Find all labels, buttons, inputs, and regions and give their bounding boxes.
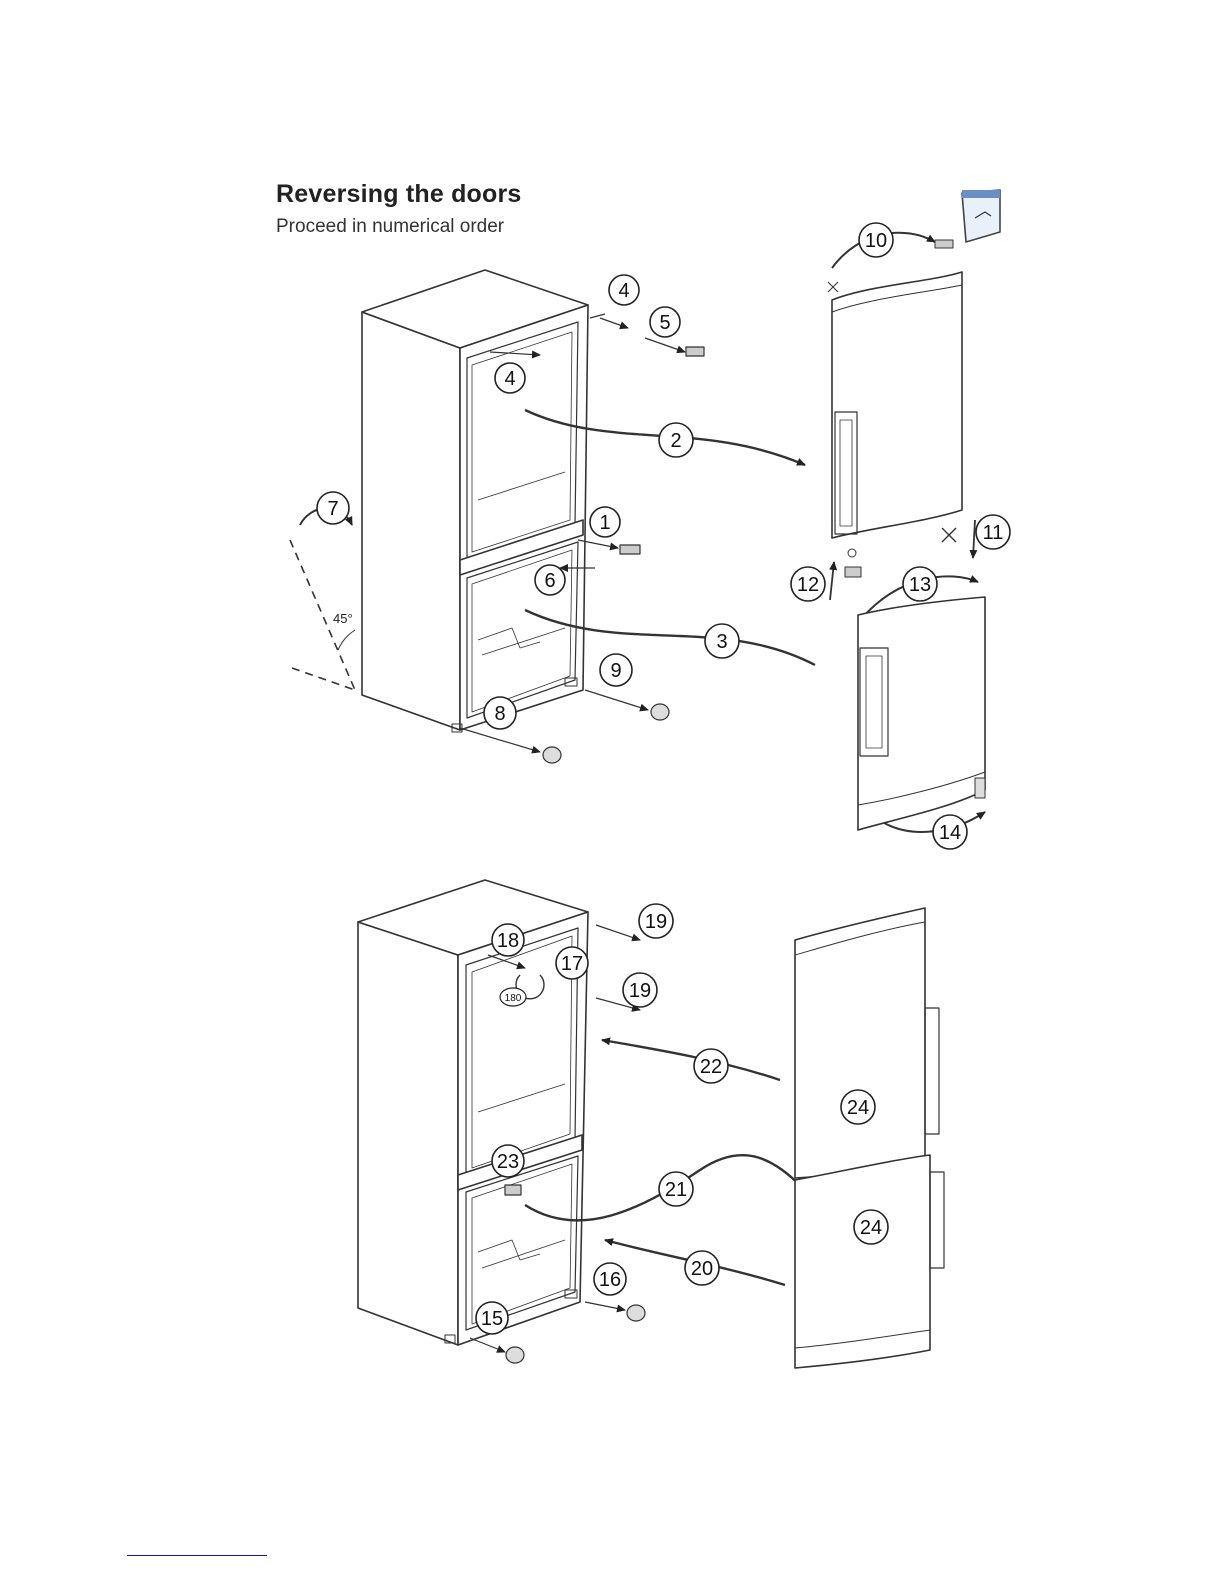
step-callout-14: 14: [933, 815, 967, 849]
fridge-bottom: [358, 880, 588, 1345]
svg-text:15: 15: [481, 1308, 503, 1330]
step-callout-24: 24: [841, 1090, 875, 1124]
step-callout-20: 20: [685, 1251, 719, 1285]
step-callout-1: 1: [590, 507, 620, 537]
svg-text:22: 22: [700, 1056, 722, 1078]
step-callout-4-inner: 4: [495, 363, 525, 393]
svg-text:23: 23: [497, 1151, 519, 1173]
step-callout-6: 6: [535, 565, 565, 595]
step-callout-2: 2: [659, 423, 693, 457]
step-callout-12: 12: [791, 567, 825, 601]
svg-text:8: 8: [494, 703, 505, 725]
svg-text:19: 19: [645, 911, 667, 933]
svg-text:17: 17: [561, 953, 583, 975]
svg-text:5: 5: [659, 312, 670, 334]
step-callout-22: 22: [694, 1049, 728, 1083]
step-callout-8: 8: [484, 697, 516, 729]
svg-text:4: 4: [618, 280, 629, 302]
lower-door-reinstalled: [795, 1155, 944, 1368]
svg-text:24: 24: [860, 1217, 882, 1239]
footer-rule: [127, 1555, 267, 1556]
lower-door-removed: [858, 597, 985, 830]
step-callout-18: 18: [492, 924, 524, 956]
step-callout-10: 10: [859, 223, 893, 257]
svg-text:6: 6: [544, 570, 555, 592]
svg-text:7: 7: [327, 498, 338, 520]
upper-door-removed: [832, 272, 962, 538]
svg-text:13: 13: [909, 574, 931, 596]
step-callout-24-lower: 24: [854, 1210, 888, 1244]
svg-text:12: 12: [797, 574, 819, 596]
svg-text:19: 19: [629, 980, 651, 1002]
clip-180-label: 180: [500, 988, 526, 1006]
step-callout-4: 4: [609, 275, 639, 305]
svg-text:20: 20: [691, 1258, 713, 1280]
svg-text:2: 2: [670, 430, 681, 452]
step-callout-9: 9: [600, 654, 632, 686]
step-callout-5: 5: [650, 307, 680, 337]
svg-text:1: 1: [599, 512, 610, 534]
svg-text:24: 24: [847, 1097, 869, 1119]
spare-parts-bag-icon: [962, 190, 1000, 242]
svg-text:10: 10: [865, 230, 887, 252]
angle-label: 45°: [333, 611, 353, 626]
step-callout-23: 23: [492, 1145, 524, 1177]
svg-text:9: 9: [610, 660, 621, 682]
step-callout-3: 3: [705, 624, 739, 658]
step-callout-15: 15: [476, 1302, 508, 1334]
step-callout-11: 11: [976, 515, 1010, 549]
step-callout-19-lower: 19: [623, 973, 657, 1007]
svg-text:11: 11: [983, 522, 1004, 544]
step-callout-17: 17: [556, 947, 588, 979]
step-callout-19: 19: [639, 904, 673, 938]
svg-text:3: 3: [716, 631, 727, 653]
step-callout-16: 16: [594, 1263, 626, 1295]
arrow-step-12: [830, 562, 834, 600]
upper-door-reinstalled: [795, 908, 939, 1178]
step-callout-13: 13: [903, 567, 937, 601]
svg-text:14: 14: [939, 822, 961, 844]
svg-text:180: 180: [505, 993, 522, 1004]
svg-text:21: 21: [665, 1179, 687, 1201]
step-callout-21: 21: [659, 1172, 693, 1206]
arrow-step-22: [602, 1040, 780, 1080]
svg-text:4: 4: [504, 368, 515, 390]
svg-text:18: 18: [497, 930, 519, 952]
svg-text:16: 16: [599, 1269, 621, 1291]
step-callout-7: 7: [317, 492, 349, 524]
arrow-step-11: [973, 520, 975, 558]
